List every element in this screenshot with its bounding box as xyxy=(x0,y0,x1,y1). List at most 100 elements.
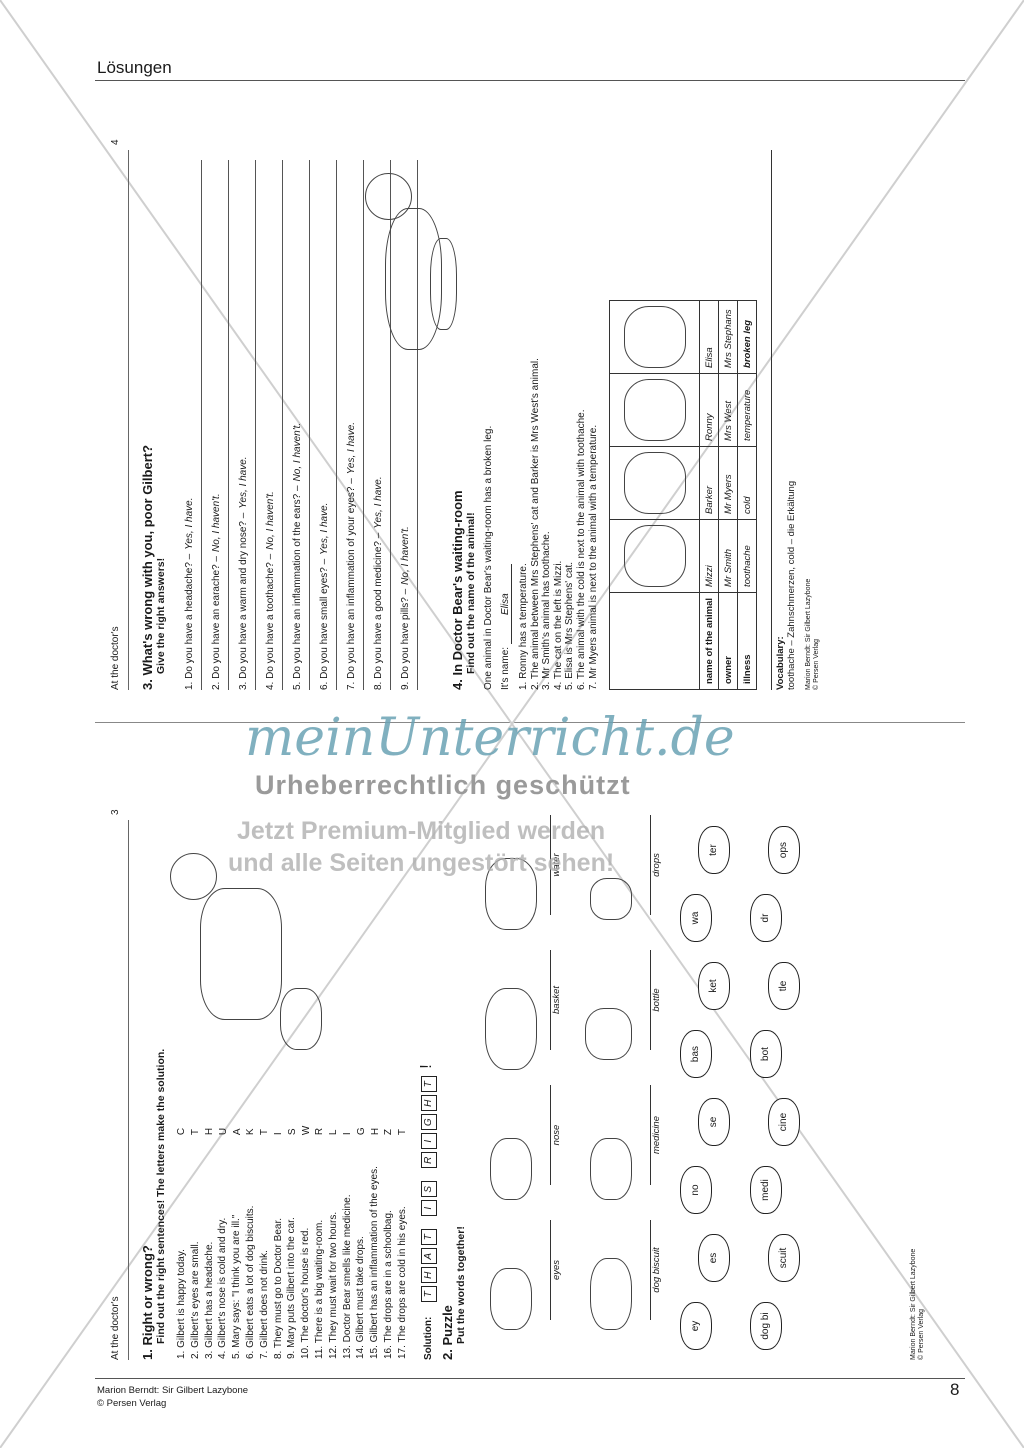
sentence-text: 5. Mary says: "I think you are ill." xyxy=(231,1214,243,1359)
clue-item: 3. Mr Smith's animal has toothache. xyxy=(541,531,553,690)
page3-header: At the doctor's xyxy=(110,1296,121,1360)
section-4-instructions: Find out the name of the animal! xyxy=(465,512,477,674)
section-2-title: 2. Puzzle xyxy=(440,1305,455,1360)
solution-letter-box: I xyxy=(420,1133,437,1150)
cat-mizzi-picture xyxy=(609,519,700,593)
sentence-row: 1. Gilbert is happy today.C xyxy=(175,1125,189,1360)
sentence-letter: A xyxy=(231,1128,243,1136)
question-row: 6. Do you have small eyes? – Yes, I have. xyxy=(310,160,337,690)
sentence-row: 8. They must go to Doctor Bear.I xyxy=(272,1125,286,1360)
solution-letter-box: T xyxy=(420,1229,437,1246)
sentence-text: 16. The drops are in a schoolbag. xyxy=(382,1210,394,1359)
vocabulary-text: toothache – Zahnschmerzen, cold – die Er… xyxy=(786,480,798,690)
section-2-instructions: Put the words together! xyxy=(455,1226,467,1344)
clue-item: 7. Mr Myers animal is next to the animal… xyxy=(587,424,599,690)
answer-text: Yes, I have. xyxy=(373,476,384,529)
table-cell: Mrs West xyxy=(718,373,738,447)
answer-text: No, I haven't. xyxy=(265,491,276,550)
sentence-row: 7. Gilbert does not drink.T xyxy=(258,1125,272,1360)
puzzle-piece: no xyxy=(680,1166,712,1214)
watermark-copyright: Urheberrechtlich geschützt xyxy=(255,770,631,800)
puzzle-piece: ter xyxy=(698,826,730,874)
sentence-row: 14. Gilbert must take drops.G xyxy=(354,1125,368,1360)
watermark-brand: meinUnterricht.de xyxy=(245,708,735,768)
row-header: illness xyxy=(737,592,757,690)
vocabulary-box: Vocabulary: toothache – Zahnschmerzen, c… xyxy=(771,150,798,690)
solution-letter-box: H xyxy=(420,1267,437,1284)
sentence-row: 6. Gilbert eats a lot of dog biscuits.K xyxy=(244,1125,258,1360)
sentence-row: 17. The drops are cold in his eyes.T xyxy=(396,1125,410,1360)
page4-number: 4 xyxy=(110,139,121,145)
section-1-title: 1. Right or wrong? xyxy=(140,1245,155,1360)
word-label: drops xyxy=(650,815,662,915)
question-row: 4. Do you have a toothache? –No, I haven… xyxy=(256,160,283,690)
question-text: 2. Do you have an earache? – xyxy=(211,556,222,690)
question-text: 5. Do you have an inflammation of the ea… xyxy=(292,485,303,690)
sentence-row: 3. Gilbert has a headache.H xyxy=(203,1125,217,1360)
sentence-text: 15. Gilbert has an inflammation of the e… xyxy=(369,1166,381,1359)
solution-letter-box: S xyxy=(420,1181,437,1198)
section-3-instructions: Give the right answers! xyxy=(155,557,167,674)
dog-ronny-picture xyxy=(609,373,700,447)
solution-letter-box: T xyxy=(420,1286,437,1303)
sentence-text: 2. Gilbert's eyes are small. xyxy=(189,1241,201,1359)
puzzle-piece: dog bi xyxy=(750,1302,782,1350)
worksheet-page-4: At the doctor's 4 3. What's wrong with y… xyxy=(110,120,980,700)
answer-text: Yes, I have. xyxy=(319,502,330,555)
answer-text: No, I haven't. xyxy=(292,422,303,482)
page3-credit: Marion Berndt: Sir Gilbert Lazybone © Pe… xyxy=(910,1248,925,1360)
sentence-text: 9. Mary puts Gilbert into the car. xyxy=(286,1217,298,1359)
answer-text: Yes, I have. xyxy=(238,456,249,509)
table-cell: Mr Myers xyxy=(718,446,738,520)
question-text: 8. Do you have a good medicine? – xyxy=(373,532,384,690)
sentence-row: 10. The doctor's house is red.W xyxy=(299,1125,313,1360)
section-4-title: 4. In Doctor Bear's waiting-room xyxy=(450,490,465,690)
sentence-text: 12. They must wait for two hours. xyxy=(327,1211,339,1359)
sentence-text: 1. Gilbert is happy today. xyxy=(176,1249,187,1359)
middle-divider xyxy=(95,722,965,723)
question-text: 6. Do you have small eyes? – xyxy=(319,558,330,690)
solution-letter-box: T xyxy=(420,1076,437,1093)
question-row: 1. Do you have a headache? –Yes, I have. xyxy=(175,160,202,690)
sentence-text: 11. There is a big waiting-room. xyxy=(313,1219,325,1359)
footer-divider xyxy=(95,1378,965,1379)
word-label: medicine xyxy=(650,1085,662,1185)
puzzle-piece: cine xyxy=(768,1098,800,1146)
table-cell: Mr Smith xyxy=(718,519,738,593)
question-text: 7. Do you have an inflammation of your e… xyxy=(346,478,357,690)
clue-item: 5. Elisa is Mrs Stephens' cat. xyxy=(564,561,576,690)
cat-elisa-picture xyxy=(609,300,700,374)
clue-item: 1. Ronny has a temperature. xyxy=(518,563,529,690)
dog-barker-picture xyxy=(609,446,700,520)
clue-item: 2. The animal between Mrs Stephens' cat … xyxy=(529,358,541,690)
clue-item: 4. The cat on the left is Mizzi. xyxy=(552,560,564,690)
sentence-row: 2. Gilbert's eyes are small.T xyxy=(189,1125,203,1360)
sentence-row: 5. Mary says: "I think you are ill." A xyxy=(230,1125,244,1360)
puzzle-piece: ey xyxy=(680,1302,712,1350)
table-cell: toothache xyxy=(737,519,757,593)
question-row: 5. Do you have an inflammation of the ea… xyxy=(283,160,310,690)
sentence-text: 6. Gilbert eats a lot of dog biscuits. xyxy=(244,1205,256,1359)
question-text: 1. Do you have a headache? – xyxy=(184,553,195,690)
word-label: dog biscuit xyxy=(650,1220,662,1320)
puzzle-piece: se xyxy=(698,1098,730,1146)
table-cell: Mizzi xyxy=(699,519,719,593)
sentence-letter: S xyxy=(286,1128,298,1136)
sentence-text: 3. Gilbert has a headache. xyxy=(203,1241,215,1359)
sentence-letter: T xyxy=(259,1129,271,1136)
sentence-letter: L xyxy=(328,1129,340,1136)
sentence-row: 15. Gilbert has an inflammation of the e… xyxy=(368,1125,382,1360)
section-4: 4. In Doctor Bear's waiting-room Find ou… xyxy=(450,150,821,690)
puzzle-piece: es xyxy=(698,1234,730,1282)
answer-text: No, I haven't. xyxy=(400,526,411,585)
question-row: 2. Do you have an earache? –No, I haven'… xyxy=(202,160,229,690)
puzzle-piece: bas xyxy=(680,1030,712,1078)
sentence-letter: W xyxy=(300,1125,312,1136)
row-header: name of the animal xyxy=(699,592,719,690)
puzzle-piece: medi xyxy=(750,1166,782,1214)
clue-list: 1. Ronny has a temperature.2. The animal… xyxy=(518,150,599,690)
